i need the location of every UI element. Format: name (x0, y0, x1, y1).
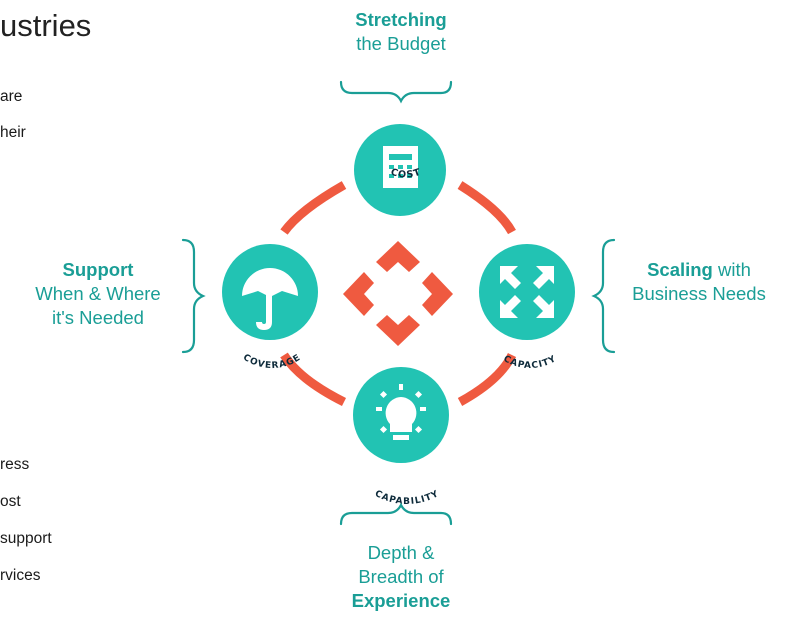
umbrella-icon (242, 268, 298, 330)
connector-arc (280, 352, 347, 407)
right-label-line2: Business Needs (632, 283, 766, 304)
right-brace (591, 238, 616, 354)
right-label-bold: Scaling (647, 259, 713, 280)
bottom-label: Depth & Breadth of Experience (336, 541, 466, 613)
top-label: Stretching the Budget (336, 8, 466, 56)
arrow-right-icon (422, 272, 453, 316)
right-label-rest: with (712, 259, 751, 280)
arrow-up-icon (376, 241, 420, 272)
capacity-node (479, 244, 575, 340)
left-label-line3: it's Needed (52, 307, 144, 328)
left-brace (181, 238, 206, 354)
connector-arc (457, 181, 516, 235)
svg-text:CAPABILITY: CAPABILITY (373, 489, 441, 507)
svg-text:COST: COST (389, 167, 423, 181)
capability-caption: CAPABILITY (373, 489, 440, 507)
top-label-bold: Stretching (355, 9, 447, 30)
expand-arrows-icon (500, 266, 554, 318)
svg-text:CAPACITY: CAPACITY (502, 354, 559, 371)
bottom-label-bold: Experience (351, 590, 451, 611)
arrow-left-icon (343, 272, 374, 316)
capacity-caption: CAPACITY (502, 354, 558, 371)
list-item: rvices (0, 567, 41, 584)
top-label-rest: the Budget (356, 33, 446, 54)
body-text-line: heir (0, 124, 26, 141)
bottom-label-line2: Breadth of (358, 566, 444, 587)
right-label: Scaling with Business Needs (614, 258, 784, 306)
page-title: ustries (0, 8, 92, 43)
calculator-icon (383, 146, 418, 188)
list-item: ress (0, 456, 30, 473)
list-item: support (0, 530, 52, 547)
bottom-label-line1: Depth & (367, 542, 435, 563)
arrow-down-icon (376, 315, 420, 346)
lightbulb-icon (376, 384, 426, 440)
left-label-line2: When & Where (35, 283, 161, 304)
list-item: ost (0, 493, 21, 510)
left-label: Support When & Where it's Needed (20, 258, 176, 330)
connector-arc (457, 352, 517, 406)
connector-arc (280, 181, 347, 235)
cost-caption: COST (389, 167, 422, 181)
bottom-brace (339, 502, 453, 526)
body-text-line: are (0, 88, 23, 105)
top-brace (339, 80, 453, 104)
left-label-bold: Support (62, 259, 134, 280)
